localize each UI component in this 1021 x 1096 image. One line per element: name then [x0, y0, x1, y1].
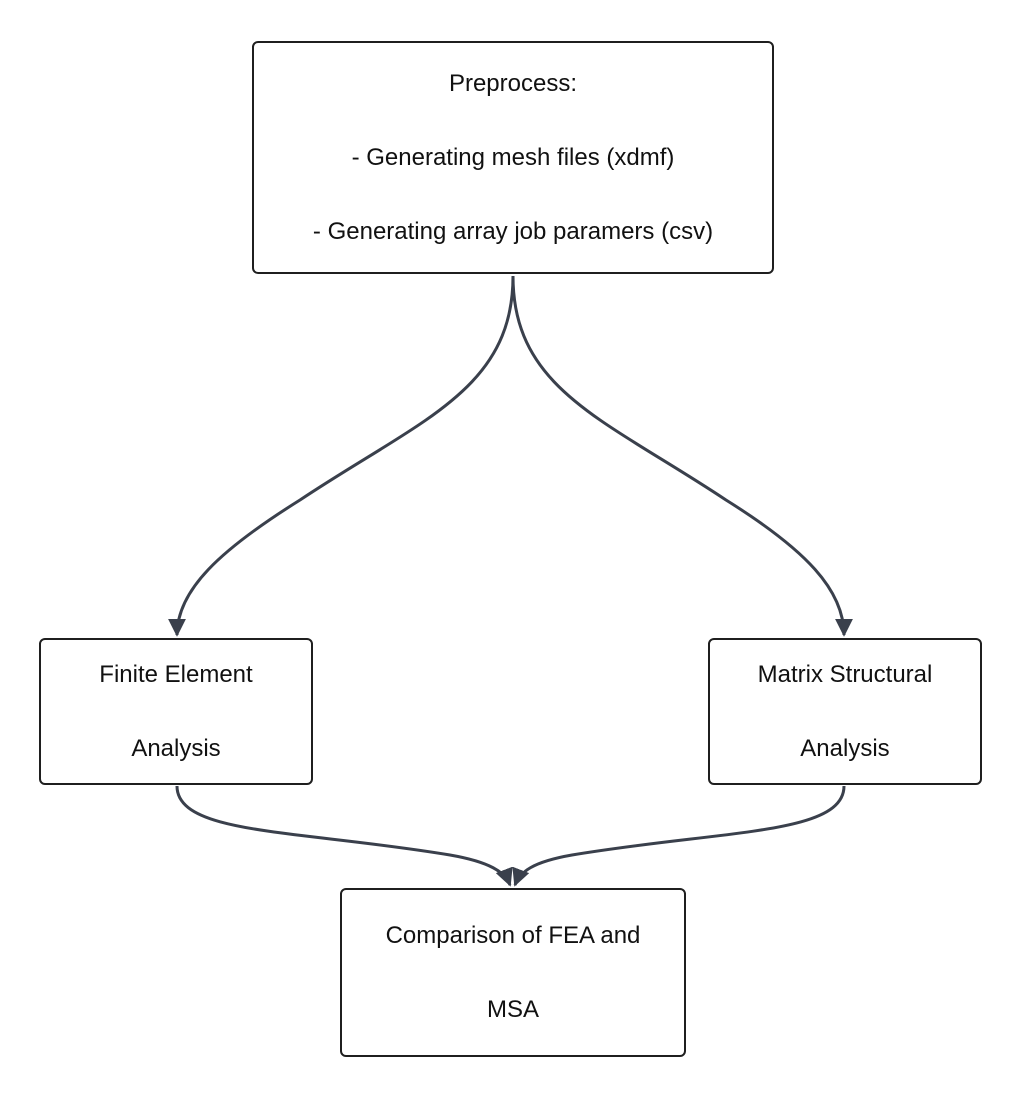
fea-line-2: Analysis — [131, 735, 221, 762]
finite-element-analysis-node: Finite Element Analysis — [39, 638, 313, 785]
fea-line-1: Finite Element — [99, 661, 253, 688]
preprocess-node-label: Preprocess: - Generating mesh files (xdm… — [313, 28, 713, 287]
comparison-line-1: Comparison of FEA and — [385, 922, 641, 949]
preprocess-node: Preprocess: - Generating mesh files (xdm… — [252, 41, 774, 274]
preprocess-line-array-job: - Generating array job paramers (csv) — [312, 218, 714, 245]
edge-preprocess-to-msa — [511, 275, 853, 637]
msa-node-label: Matrix Structural Analysis — [758, 619, 933, 804]
matrix-structural-analysis-node: Matrix Structural Analysis — [708, 638, 982, 785]
comparison-node: Comparison of FEA and MSA — [340, 888, 686, 1057]
fea-node-label: Finite Element Analysis — [99, 619, 252, 804]
msa-line-2: Analysis — [800, 735, 890, 762]
comparison-node-label: Comparison of FEA and MSA — [386, 880, 641, 1065]
preprocess-line-mesh: - Generating mesh files (xdmf) — [351, 144, 675, 171]
edge-fea-to-compare — [175, 785, 513, 887]
preprocess-line-title: Preprocess: — [448, 70, 578, 97]
comparison-line-2: MSA — [486, 996, 539, 1023]
edge-preprocess-to-fea — [168, 275, 515, 637]
msa-line-1: Matrix Structural — [757, 661, 933, 688]
edge-msa-to-compare — [512, 785, 846, 887]
